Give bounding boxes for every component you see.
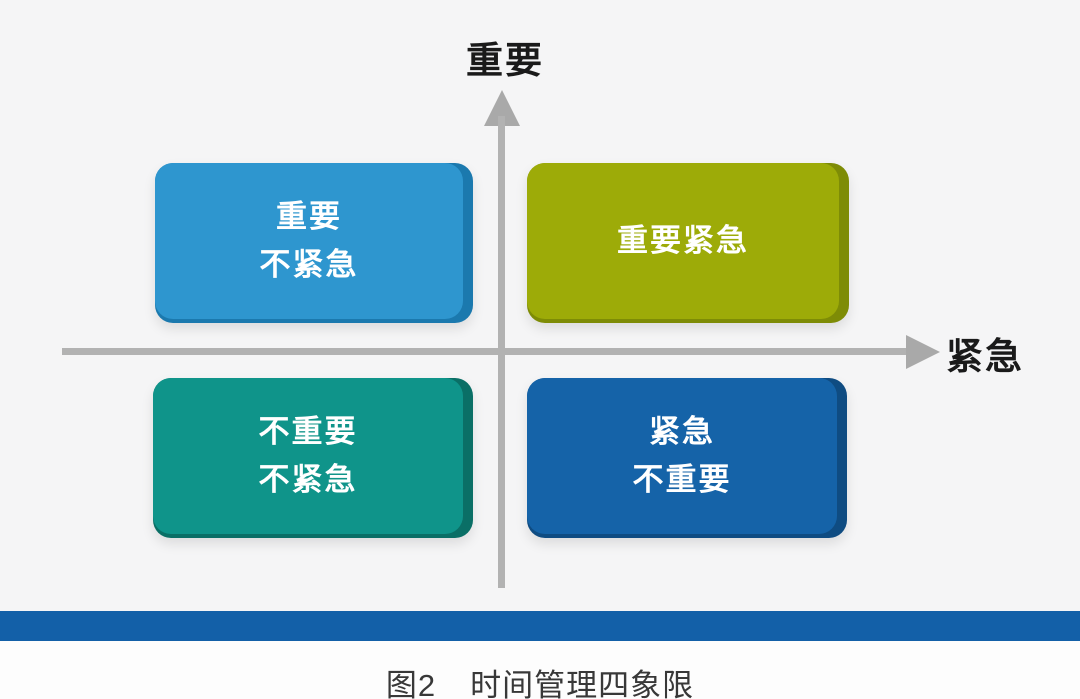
x-axis-label: 紧急	[946, 336, 1024, 377]
quadrant-label-line: 不紧急	[259, 247, 359, 282]
quadrant-face: 不重要 不紧急	[153, 378, 463, 534]
quadrant-label-line: 紧急	[649, 414, 715, 449]
y-axis-label: 重要	[466, 40, 544, 81]
quadrant-face: 重要 不紧急	[155, 163, 463, 319]
footer-background	[0, 641, 1080, 699]
figure-caption-number: 图2	[385, 668, 437, 699]
x-axis-arrowhead-icon	[906, 335, 940, 369]
quadrant-important-not-urgent: 重要 不紧急	[155, 163, 473, 323]
bottom-divider-bar	[0, 611, 1080, 641]
x-axis-line	[62, 348, 910, 355]
quadrant-label-line: 重要	[276, 199, 342, 234]
quadrant-label-line: 不紧急	[258, 462, 358, 497]
quadrant-important-urgent: 重要紧急	[527, 163, 849, 323]
quadrant-label-line: 重要紧急	[617, 223, 749, 258]
quadrant-label-line: 不重要	[258, 414, 358, 449]
quadrant-not-important-not-urgent: 不重要 不紧急	[153, 378, 473, 538]
quadrant-label-line: 不重要	[632, 462, 732, 497]
quadrant-face: 重要紧急	[527, 163, 839, 319]
figure-caption: 图2 时间管理四象限	[0, 660, 1080, 699]
quadrant-face: 紧急 不重要	[527, 378, 837, 534]
figure-caption-title: 时间管理四象限	[470, 668, 695, 699]
quadrant-urgent-not-important: 紧急 不重要	[527, 378, 847, 538]
